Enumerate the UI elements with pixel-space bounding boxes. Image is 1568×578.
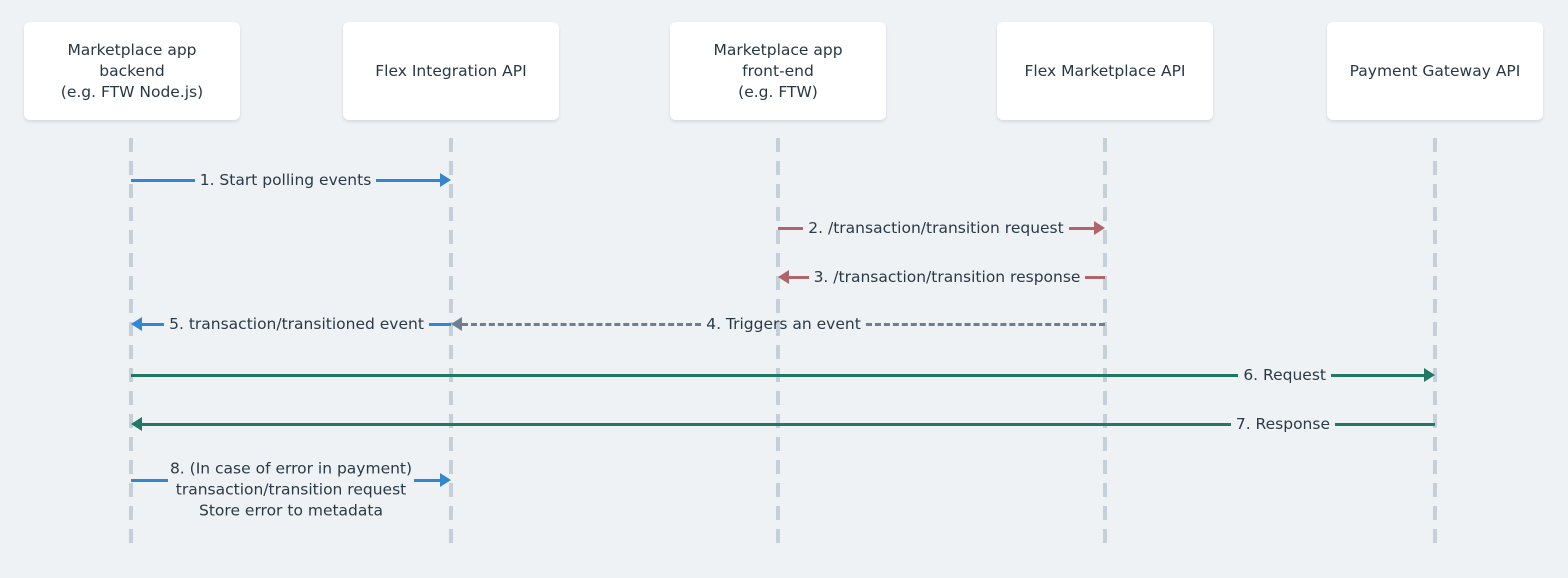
message-line-right (1085, 275, 1106, 279)
message-line-left (131, 178, 195, 182)
participant-label: Flex Integration API (375, 61, 527, 80)
lifeline-marketplace-backend (129, 138, 133, 550)
participant-payment-gateway-api: Payment Gateway API (1327, 22, 1543, 120)
arrowhead-right (440, 173, 451, 187)
message-label: 6. Request (1243, 365, 1326, 384)
arrowhead-left (778, 270, 789, 284)
message-label: 3. /transaction/transition response (813, 267, 1081, 286)
lifeline-flex-marketplace-api (1103, 138, 1107, 550)
message-line-right (1331, 373, 1424, 377)
message-line-right (865, 322, 1106, 326)
message-line-left (142, 322, 165, 326)
message-line-left (789, 275, 809, 279)
message-line-left (462, 322, 702, 326)
participant-label: Flex Marketplace API (1024, 61, 1186, 80)
message-label: 2. /transaction/transition request (808, 218, 1064, 237)
message-label: 5. transaction/transitioned event (169, 314, 424, 333)
message-line-right (428, 322, 452, 326)
participant-flex-marketplace-api: Flex Marketplace API (997, 22, 1213, 120)
message-label: 1. Start polling events (199, 170, 372, 189)
message-label-backdrop (168, 470, 414, 490)
message-label: 7. Response (1235, 414, 1330, 433)
arrowhead-right (440, 473, 451, 487)
arrowhead-right (1094, 221, 1106, 235)
participant-flex-integration-api: Flex Integration API (343, 22, 559, 120)
participant-label: Marketplace app front-end (e.g. FTW) (713, 40, 843, 101)
message-line-right (376, 178, 440, 182)
message-line-right (404, 478, 440, 482)
message-line-right (1068, 226, 1095, 230)
message-label: 8. (In case of error in payment) transac… (169, 459, 413, 520)
participant-marketplace-backend: Marketplace app backend (e.g. FTW Node.j… (24, 22, 240, 120)
lifeline-marketplace-frontend (776, 138, 780, 550)
participant-marketplace-frontend: Marketplace app front-end (e.g. FTW) (670, 22, 886, 120)
arrowhead-left (131, 417, 142, 431)
participant-label: Payment Gateway API (1349, 61, 1521, 80)
message-label: 4. Triggers an event (706, 314, 861, 333)
arrowhead-left (451, 317, 462, 331)
message-line-left (142, 422, 1231, 426)
arrowhead-right (1424, 368, 1435, 382)
participant-label: Marketplace app backend (e.g. FTW Node.j… (60, 40, 204, 101)
message-line-left (131, 373, 1239, 377)
lifeline-flex-integration-api (449, 138, 453, 550)
arrowhead-left (131, 317, 142, 331)
lifeline-payment-gateway-api (1433, 138, 1437, 550)
message-line-right (1335, 422, 1435, 426)
message-line-left (778, 226, 804, 230)
